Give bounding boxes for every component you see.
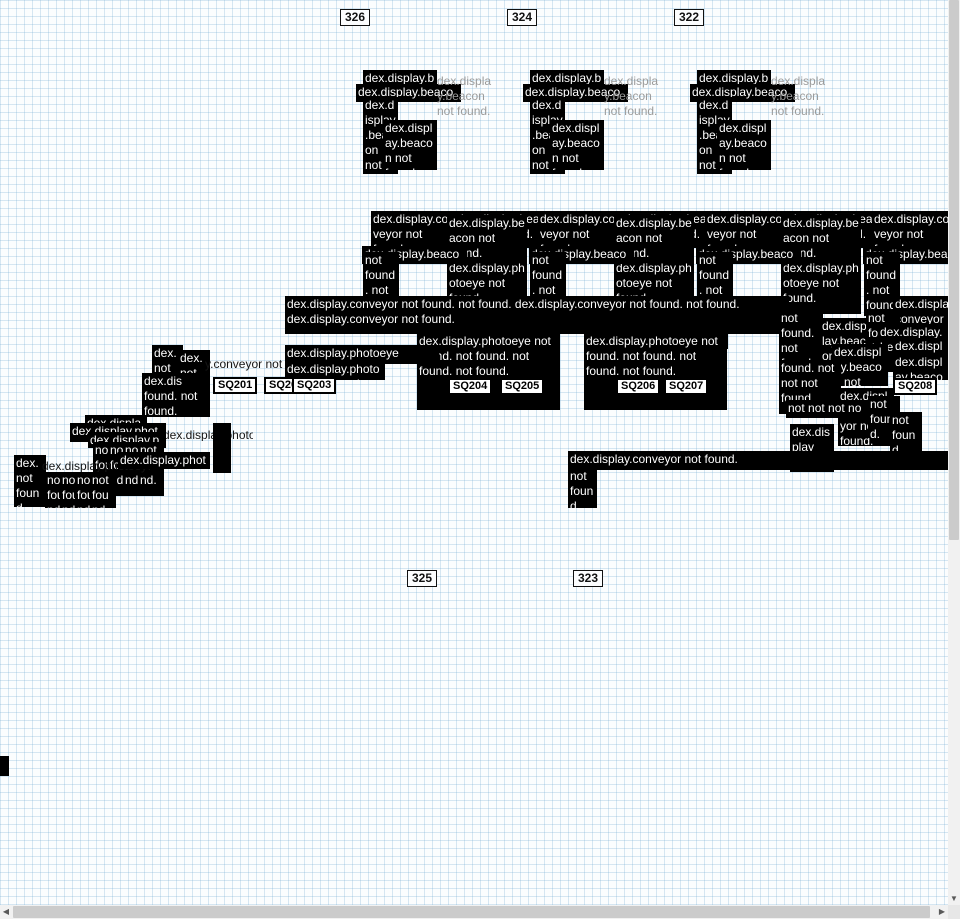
station-label-sq207: SQ207 — [664, 378, 709, 395]
station-label-sq208: SQ208 — [893, 378, 938, 395]
vertical-scrollbar-thumb[interactable] — [949, 0, 959, 540]
error-placeholder: dex.display.beacon not found. — [832, 344, 888, 386]
scroll-right-arrow-icon[interactable]: ▶ — [936, 905, 948, 919]
error-placeholder: dex.display.beacon not found. — [893, 354, 948, 380]
error-placeholder: dex.display.beacon not found. dex.displa… — [781, 215, 861, 314]
station-label-sq204: SQ204 — [448, 378, 493, 395]
canvas-text-label: y.conveyor not — [205, 357, 283, 371]
vertical-scrollbar[interactable]: ▼ — [948, 0, 960, 905]
horizontal-scrollbar-thumb[interactable] — [13, 906, 930, 918]
error-placeholder: dex.display.photoeye dex.display.photoey… — [285, 345, 439, 364]
error-placeholder: dex.dis found. not found. — [142, 373, 210, 417]
error-placeholder: dex.display.photoeye not found. not foun… — [417, 333, 560, 410]
error-placeholder: dex.display.beacon not found. — [717, 120, 771, 170]
page-ref-label-323: 323 — [573, 570, 604, 587]
error-placeholder: dex.display.beacon not found. — [771, 74, 826, 115]
canvas-text-label: dex.display.photoeye — [163, 428, 253, 441]
page-ref-label-325: 325 — [407, 570, 438, 587]
error-placeholder: dex.display.conveyor not found. — [872, 211, 948, 248]
error-placeholder — [213, 423, 231, 473]
error-placeholder: dex.display.beacon not found. — [604, 74, 659, 115]
error-placeholder — [0, 756, 9, 776]
error-placeholder: dex.display.photoeye not found. — [118, 452, 210, 469]
error-placeholder: dex.display.beacon not found. — [550, 120, 604, 170]
error-placeholder: not found. — [568, 468, 597, 508]
page-ref-label-326: 326 — [340, 9, 371, 26]
error-placeholder: dex.display.conveyor not found. not foun… — [285, 296, 789, 334]
error-placeholder: dex.display.conveyor not found. — [371, 211, 459, 248]
error-placeholder: dex.display.beacon not found. — [893, 338, 948, 356]
error-placeholder: dex.display.beacon not found. — [383, 120, 437, 170]
error-placeholder: not found. — [90, 472, 116, 508]
station-label-sq206: SQ206 — [616, 378, 661, 395]
error-placeholder: dex.display.photoeye not found. not foun… — [584, 333, 727, 410]
horizontal-scrollbar[interactable]: ◀ ▶ — [0, 905, 948, 919]
error-placeholder: dex.display.conveyor not found. — [705, 211, 793, 248]
error-placeholder: not found. — [890, 412, 922, 454]
error-placeholder: dex.display.conveyor not found. — [538, 211, 626, 248]
error-placeholder: dex.display.conveyor not found. — [568, 451, 948, 470]
scroll-down-arrow-icon[interactable]: ▼ — [948, 893, 960, 905]
station-label-sq205: SQ205 — [500, 378, 545, 395]
page-ref-label-322: 322 — [674, 9, 705, 26]
error-placeholder: not not not no — [786, 400, 890, 418]
error-placeholder: dex. not found. — [14, 455, 46, 507]
scroll-left-arrow-icon[interactable]: ◀ — [0, 905, 12, 919]
station-label-sq203: SQ203 — [292, 377, 337, 394]
design-canvas[interactable]: dex.display.beacon not found.dex.display… — [0, 0, 948, 905]
error-placeholder: dex.display.beacon not found. — [437, 74, 492, 115]
error-placeholder: not found. not found. — [864, 252, 900, 316]
station-label-sq201: SQ201 — [213, 377, 258, 394]
scrollbar-corner — [948, 905, 960, 919]
page-ref-label-324: 324 — [507, 9, 538, 26]
